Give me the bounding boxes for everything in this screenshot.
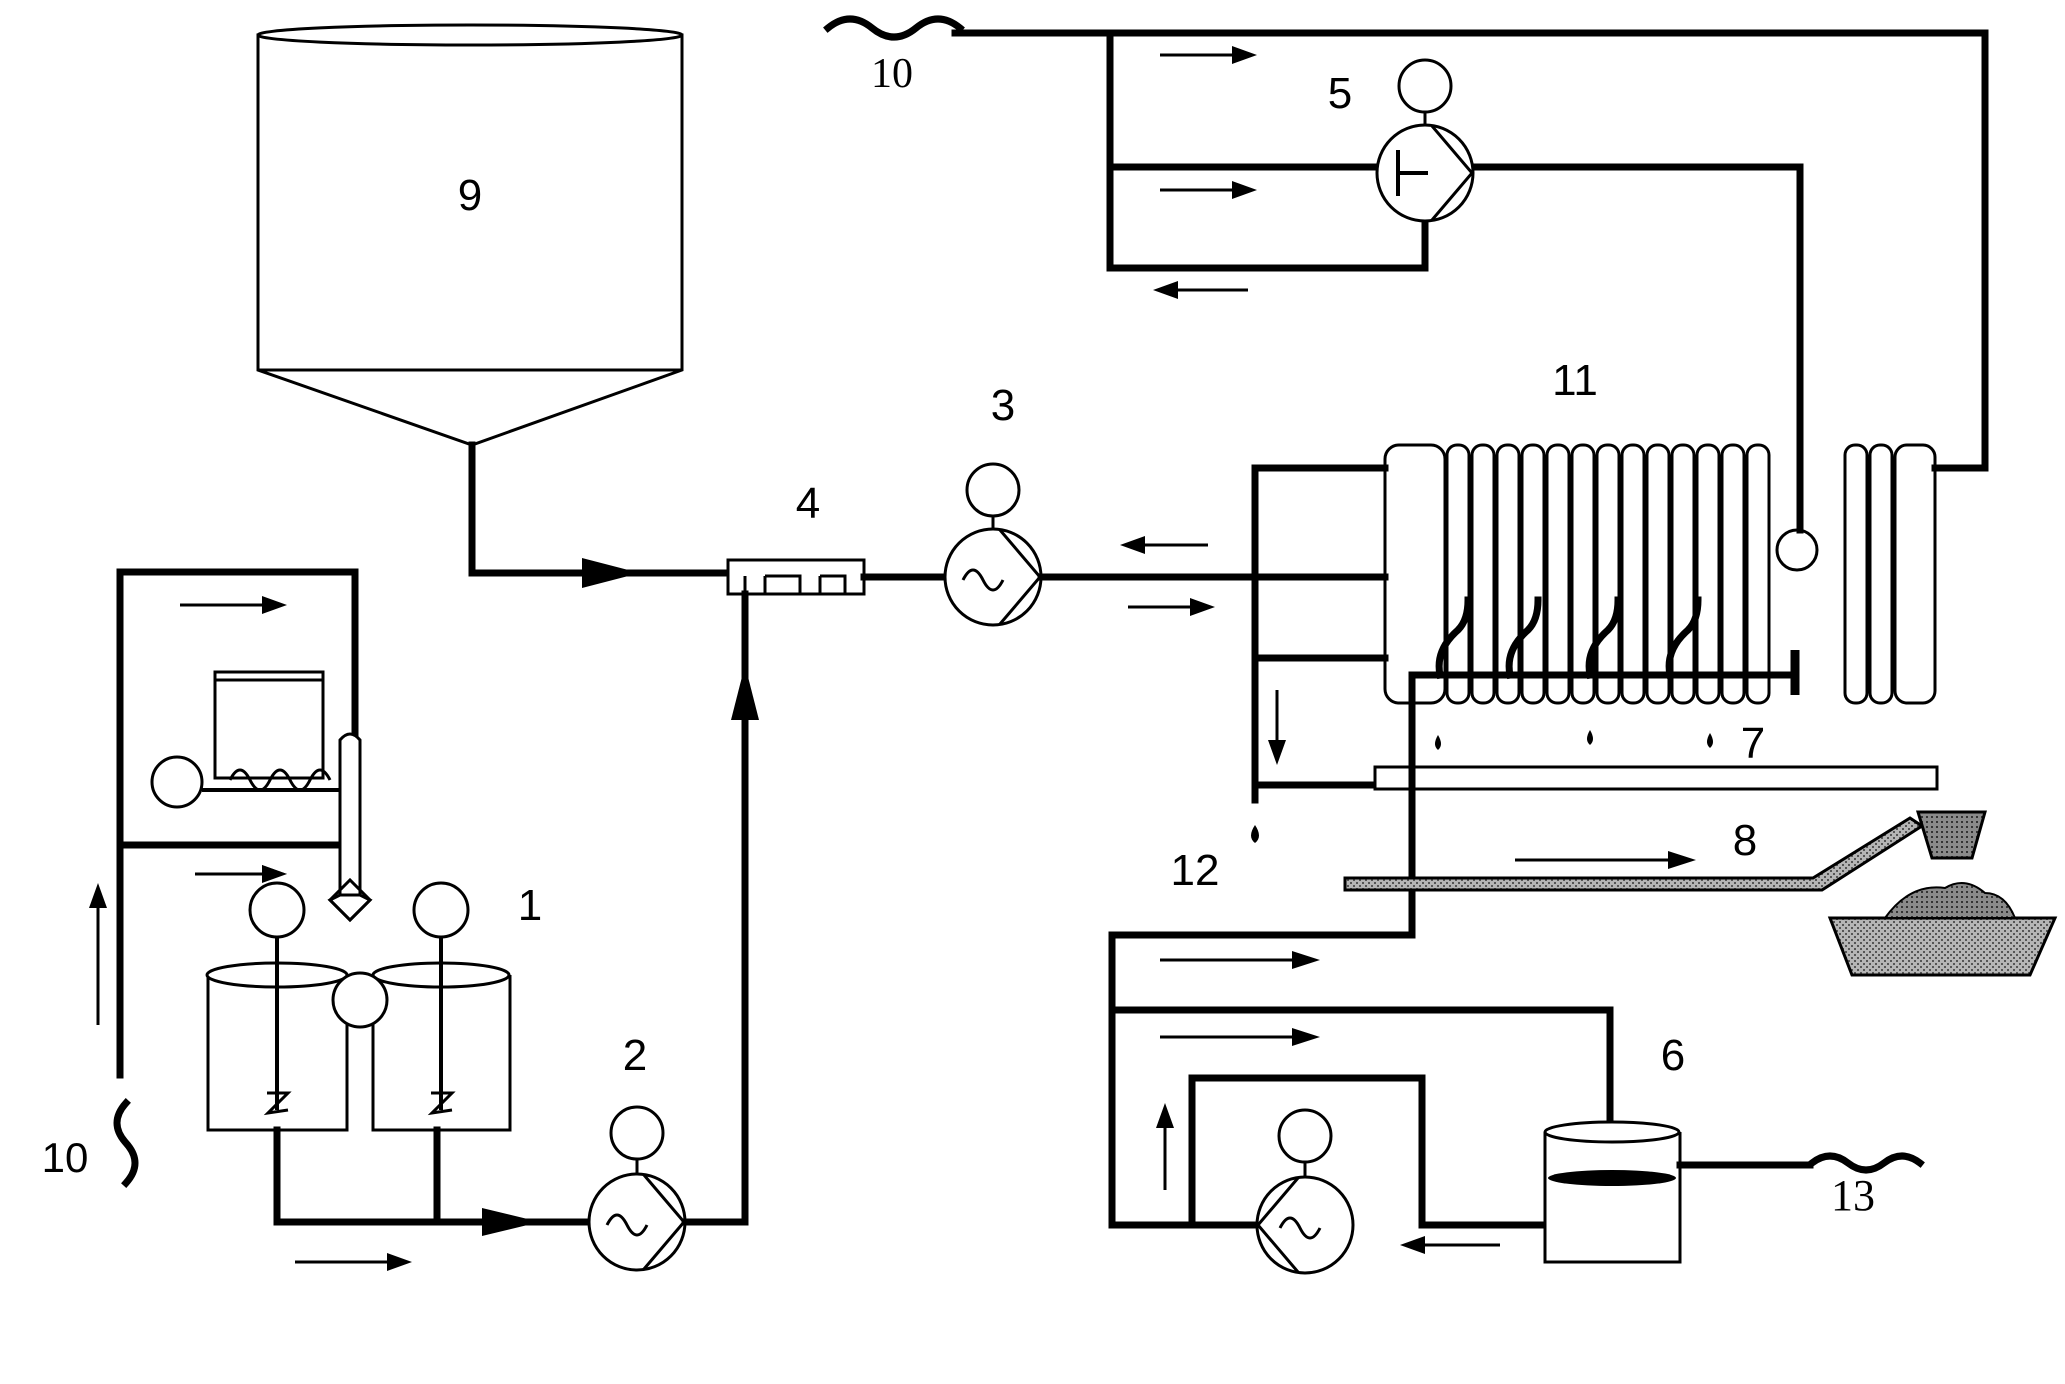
pressure-sensor xyxy=(1775,528,1819,572)
flow-arrow-left-1 xyxy=(180,596,287,614)
mixing-tanks-1: 1 xyxy=(205,881,542,1132)
tank-6-label: 6 xyxy=(1661,1031,1685,1080)
wash-pump xyxy=(1255,1108,1355,1275)
conveyor-8-label: 8 xyxy=(1733,816,1757,865)
screw-feeder xyxy=(150,670,373,923)
pump-3-label: 3 xyxy=(991,381,1015,430)
top-loop-pipe xyxy=(951,29,1989,534)
outlet-13-wave xyxy=(1807,1152,1925,1174)
pump-2-label: 2 xyxy=(623,1031,647,1080)
flow-arrow-down-manifold xyxy=(1268,690,1286,765)
flow-arrow-top-back xyxy=(1153,281,1248,299)
filter-press-11: 11 xyxy=(1383,356,1937,705)
outlet-13-label: 13 xyxy=(1831,1171,1875,1220)
pump-2: 2 xyxy=(587,1031,687,1272)
flow-arrow-top-2 xyxy=(1160,181,1257,199)
pump-3: 3 xyxy=(943,381,1043,627)
filtrate-tray-7: 7 xyxy=(1373,719,1939,791)
flow-arrow-up-to-mixer xyxy=(731,665,759,720)
static-mixer-4: 4 xyxy=(726,479,866,596)
flow-arrow-wash-up xyxy=(1156,1103,1174,1190)
left-inlet-pipe xyxy=(116,568,359,1079)
filter-press-11-label: 11 xyxy=(1552,356,1598,405)
press-manifold xyxy=(1251,464,1389,804)
flow-arrow-bottom-left xyxy=(295,1253,412,1271)
tank-6: 6 xyxy=(1543,1031,1685,1264)
press-down-pipe xyxy=(1108,671,1416,1229)
silo-9: 9 xyxy=(256,23,684,447)
water-inlet-left-wave xyxy=(113,1098,139,1188)
water-inlet-left-label: 10 xyxy=(42,1134,89,1181)
flow-arrow-top-1 xyxy=(1160,46,1257,64)
tanks-to-pump2-pipe xyxy=(273,1126,594,1226)
flow-arrow-wash-back xyxy=(1400,1236,1500,1254)
silo-9-label: 9 xyxy=(458,171,482,220)
flow-arrow-return xyxy=(1120,536,1208,554)
conveyor-8: 8 xyxy=(1343,810,2058,977)
drip-12 xyxy=(1251,825,1259,843)
drain-12-label: 12 xyxy=(1171,846,1220,895)
pump-5: 5 xyxy=(1328,58,1475,223)
flow-arrow-wash-1 xyxy=(1160,951,1320,969)
mixer-4-label: 4 xyxy=(796,479,820,528)
flow-arrow-to-press xyxy=(1128,598,1215,616)
water-inlet-top-wave xyxy=(823,15,965,41)
mixing-tanks-1-label: 1 xyxy=(518,881,542,930)
flow-arrow-left-up xyxy=(89,883,107,1025)
filtrate-7-label: 7 xyxy=(1741,719,1765,768)
silo-outlet-pipe xyxy=(468,441,732,577)
wash-loop-pipe xyxy=(1108,931,1614,1229)
flow-arrow-silo xyxy=(582,558,640,588)
flow-arrow-tanks xyxy=(482,1208,540,1236)
flow-arrow-wash-2 xyxy=(1160,1028,1320,1046)
pump2-to-mixer-pipe xyxy=(681,590,749,1226)
water-inlet-top-label: 10 xyxy=(871,51,913,97)
flow-arrow-left-2 xyxy=(195,865,287,883)
pump-5-label: 5 xyxy=(1328,69,1352,118)
